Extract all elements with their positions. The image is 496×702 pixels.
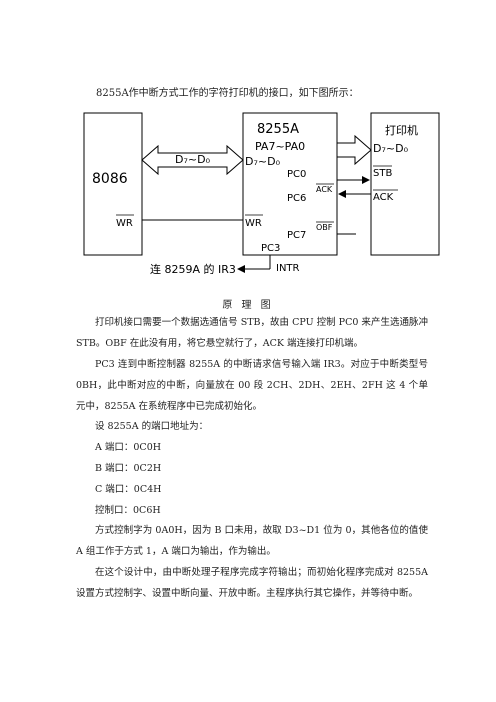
pc3-label: PC3 [261, 243, 280, 254]
paragraph-1: 打印机接口需要一个数据选通信号 STB，故由 CPU 控制 PC0 来产生选通脉… [76, 317, 428, 349]
printer-box [370, 112, 440, 256]
printer-label: 打印机 [385, 123, 418, 137]
port-b: B 端口：0C2H [95, 463, 162, 474]
interface-diagram: 8086 WR 8255A PA7~PA0 D₇~D₀ PC0 PC6 WR P… [83, 112, 440, 276]
paragraph-2: PC3 连到中断控制器 8255A 的中断请求信号输入端 IR3。对应于中断类型… [76, 359, 428, 412]
port-c: C 端口：0C4H [95, 484, 162, 495]
pc0-label: PC0 [287, 169, 306, 180]
chip-wr-label: WR [245, 218, 262, 229]
ack-label: ACK [373, 192, 394, 203]
pc6-label: PC6 [287, 193, 306, 204]
port-control: 控制口：0C6H [95, 505, 161, 516]
cpu-label: 8086 [92, 171, 128, 187]
cpu-wr-label: WR [116, 218, 133, 229]
intr-label: INTR [276, 263, 300, 274]
printer-data-label: D₇~D₀ [373, 142, 409, 155]
paragraph-3: 方式控制字为 0A0H，因为 B 口未用，故取 D3~D1 位为 0，其他各位的… [76, 525, 428, 557]
printer-bus-arrow [336, 134, 372, 166]
pc7-label: PC7 [287, 230, 306, 241]
cpu-box [83, 112, 143, 256]
chip-label: 8255A [257, 122, 299, 137]
port-a: A 端口：0C0H [95, 442, 162, 453]
chip-box [242, 112, 338, 256]
ack-mid-label: ACK [316, 185, 333, 194]
chip-port-label: PA7~PA0 [255, 140, 305, 153]
chip-data-label: D₇~D₀ [245, 155, 281, 168]
intro-text: 8255A作中断方式工作的字符打印机的接口，如下图所示： [96, 88, 359, 99]
bus-label: D₇~D₀ [175, 153, 211, 166]
data-bus-arrow [141, 144, 244, 176]
port-title: 设 8255A 的端口地址为： [95, 421, 209, 432]
paragraph-4: 在这个设计中，由中断处理子程序完成字符输出；而初始化程序完成对 8255A 设置… [76, 567, 428, 599]
irq-label: 连 8259A 的 IR3 [150, 262, 236, 276]
obf-label: OBF [316, 223, 333, 232]
figure-caption: 原 理 图 [222, 300, 274, 311]
stb-label: STB [373, 168, 392, 179]
